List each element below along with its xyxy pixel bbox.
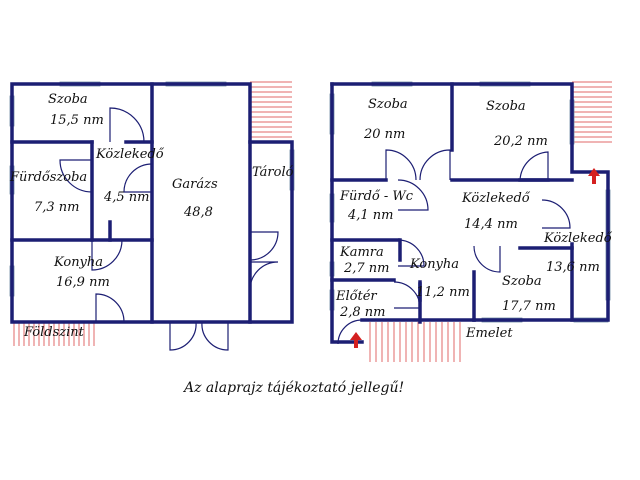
room-label: Közlekedő <box>461 191 531 206</box>
room-label: Konyha <box>53 255 103 270</box>
room-area: 20 nm <box>363 127 405 142</box>
room-area: 15,5 nm <box>50 113 104 128</box>
room-label: Szoba <box>502 274 542 289</box>
room-label: Szoba <box>368 97 408 112</box>
ground-floor-plan <box>9 81 295 351</box>
garage-door <box>169 321 197 351</box>
door <box>249 231 279 261</box>
room-label: Közlekedő <box>95 147 165 162</box>
door <box>91 239 123 271</box>
door <box>337 319 363 345</box>
room-label: Fürdő - Wc <box>339 189 414 204</box>
door <box>95 293 125 323</box>
room-area: 20,2 nm <box>493 134 548 149</box>
room-label: Fürdőszoba <box>9 170 87 185</box>
room-area: 4,5 nm <box>103 190 150 205</box>
door <box>473 245 501 273</box>
room-label: Kamra <box>339 245 384 260</box>
room-label: Előtér <box>335 289 377 304</box>
floor-label-ground: Földszint <box>23 325 85 340</box>
room-area: 7,3 nm <box>34 200 80 215</box>
room-area: 16,9 nm <box>56 275 110 290</box>
door <box>519 151 549 181</box>
floor-label-upper: Emelet <box>465 326 513 341</box>
room-label: Tároló <box>252 165 294 180</box>
room-area: 14,4 nm <box>464 217 518 232</box>
upper-floor-plan <box>329 81 612 362</box>
door <box>109 107 145 143</box>
room-label: Konyha <box>409 257 459 272</box>
disclaimer-note: Az alaprajz tájékoztató jellegű! <box>182 380 404 396</box>
stairs-upper-bottom <box>369 322 461 362</box>
door <box>249 261 279 291</box>
room-area: 2,8 nm <box>339 305 386 320</box>
room-area: 11,2 nm <box>416 285 470 300</box>
door <box>397 239 425 267</box>
stairs-ground-bottom <box>13 322 95 346</box>
room-label: Garázs <box>172 177 218 192</box>
room-area: 4,1 nm <box>347 208 394 223</box>
door <box>59 159 93 193</box>
door <box>397 179 429 211</box>
stairs-arrow-icon <box>588 168 600 184</box>
garage-door <box>201 321 229 351</box>
entrance-arrow-icon <box>350 332 362 348</box>
stairs-upper-top <box>572 81 612 143</box>
room-label: Közlekedő <box>543 231 613 246</box>
door <box>393 281 421 309</box>
door <box>123 163 153 193</box>
room-label: Szoba <box>48 92 88 107</box>
room-area: 17,7 nm <box>502 299 556 314</box>
door <box>385 149 417 181</box>
room-area: 13,6 nm <box>546 260 600 275</box>
door <box>541 199 571 229</box>
stairs-ground-top <box>250 81 292 143</box>
room-area: 48,8 <box>183 205 213 220</box>
room-area: 2,7 nm <box>343 261 390 276</box>
room-label: Szoba <box>486 99 526 114</box>
door <box>419 149 451 181</box>
